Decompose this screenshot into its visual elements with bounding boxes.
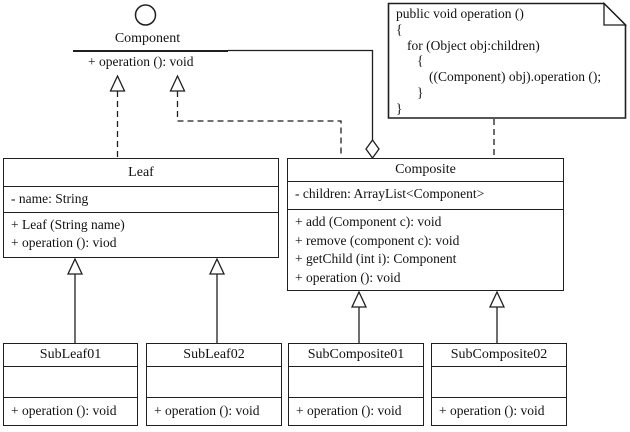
component-operation-label: + operation (): void (88, 54, 194, 69)
method-line: + remove (component c): void (295, 232, 460, 248)
method-line: + operation (): void (439, 403, 545, 418)
method-line: + operation (): viod (11, 235, 117, 250)
aggregation-line (228, 49, 374, 140)
note-fold-icon (603, 1, 628, 26)
note-line: } (417, 84, 424, 100)
class-methods: + operation (): void (4, 398, 137, 425)
aggregation-diamond-icon (365, 138, 380, 160)
note-line: for (Object obj:children) (407, 37, 540, 53)
method-line: + operation (): void (11, 403, 117, 418)
class-box-subcomposite02: SubComposite02 + operation (): void (431, 343, 567, 426)
generalization-arrowhead-subleaf02-icon (208, 257, 226, 275)
class-title: SubLeaf02 (147, 344, 281, 367)
class-attributes-empty (147, 367, 281, 398)
class-methods: + operation (): void (432, 398, 566, 425)
attribute-line: - children: ArrayList<Component> (295, 186, 485, 202)
class-title: SubComposite01 (289, 344, 423, 367)
generalization-arrowhead-subcomposite02-icon (488, 290, 506, 308)
method-line: + operation (): void (295, 269, 401, 285)
class-box-subleaf02: SubLeaf02 + operation (): void (146, 343, 282, 426)
note-line: { (396, 21, 403, 37)
class-title: SubLeaf01 (4, 344, 137, 367)
class-attributes-empty (432, 367, 566, 398)
note-line: { (417, 53, 424, 69)
realization-arrowhead-composite-icon (169, 74, 186, 92)
class-title: SubComposite02 (432, 344, 566, 367)
class-box-subcomposite01: SubComposite01 + operation (): void (288, 343, 424, 426)
note-line: } (396, 100, 403, 116)
method-line: + getChild (int i): Component (295, 251, 457, 266)
class-box-composite: Composite - children: ArrayList<Componen… (287, 158, 564, 291)
class-methods: + Leaf (String name) + operation (): vio… (4, 213, 278, 257)
class-title: Leaf (4, 159, 278, 187)
class-methods: + add (Component c): void + remove (comp… (288, 210, 563, 290)
generalization-arrowhead-subcomposite01-icon (350, 290, 368, 308)
class-attributes: - children: ArrayList<Component> (288, 182, 563, 210)
code-note: public void operation () { for (Object o… (396, 6, 601, 117)
component-interface-name: Component (114, 31, 181, 46)
method-line: + operation (): void (154, 403, 260, 418)
realization-arrowhead-leaf-icon (109, 74, 126, 92)
class-title: Composite (288, 159, 563, 183)
method-line: + add (Component c): void (295, 214, 442, 229)
realization-line-composite (176, 91, 342, 157)
class-methods: + operation (): void (147, 398, 281, 425)
method-line: + operation (): void (296, 403, 402, 418)
class-box-subleaf01: SubLeaf01 + operation (): void (3, 343, 138, 426)
class-box-leaf: Leaf - name: String + Leaf (String name)… (3, 158, 279, 258)
note-line: public void operation () (396, 6, 524, 21)
interface-lollipop-icon (134, 4, 157, 26)
class-attributes-empty (289, 367, 423, 398)
class-methods: + operation (): void (289, 398, 423, 425)
class-attributes-empty (4, 367, 137, 398)
generalization-arrowhead-subleaf01-icon (66, 257, 84, 275)
code-note-shape (387, 2, 627, 119)
attribute-line: - name: String (11, 191, 89, 206)
method-line: + Leaf (String name) (11, 217, 125, 232)
class-attributes: - name: String (4, 187, 278, 213)
note-line: ((Component) obj).operation (); (429, 69, 602, 85)
